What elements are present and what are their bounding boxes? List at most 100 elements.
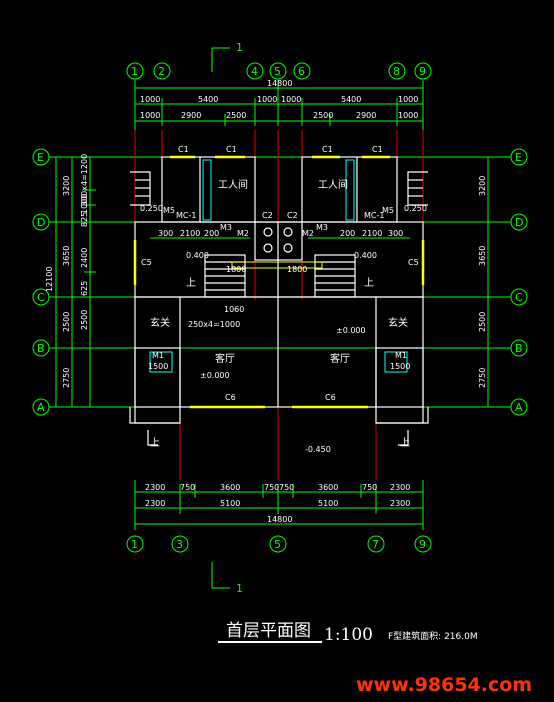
axis-right-E: E [515, 151, 522, 164]
dim-left-seg-0: 3200 [62, 176, 71, 196]
dim-bot-r2-2: 5100 [318, 499, 338, 508]
tag-m5-1: M5 [382, 206, 394, 215]
section-mark-top-label: 1 [236, 41, 243, 54]
axis-bot-1: 1 [131, 538, 138, 551]
axis-top-1: 1 [131, 65, 138, 78]
dim-top-r2-5: 1000 [398, 111, 418, 120]
room-foyer-right: 玄关 [388, 316, 408, 329]
dim-bot-r1-4: 750 [279, 483, 294, 492]
axis-top-5: 5 [274, 65, 281, 78]
dim-misc-0: 1800 [226, 265, 246, 274]
axis-bot-3: 3 [176, 538, 183, 551]
axis-top-6: 6 [298, 65, 305, 78]
tag-c1-1: C1 [226, 145, 237, 154]
dim-top-r2-4: 2900 [356, 111, 376, 120]
dim-top-r1-2: 1000 [257, 95, 277, 104]
dim-bot-r1-7: 2300 [390, 483, 410, 492]
right-axis-bubbles: E D C B A [510, 148, 528, 416]
bottom-dimensions: 2300 750 3600 750 750 3600 750 2300 2300… [134, 480, 424, 530]
dim-bot-r1-6: 750 [362, 483, 377, 492]
fixtures [149, 159, 408, 373]
dim-bot-r1-2: 3600 [220, 483, 240, 492]
section-mark-bottom: 1 [211, 562, 243, 595]
tag-mc1-0: MC-1 [176, 211, 196, 220]
elev-0: ±0.000 [200, 371, 230, 380]
dim-bot-r2-1: 5100 [220, 499, 240, 508]
walls [129, 156, 429, 446]
dim-right-seg-1: 3650 [478, 246, 487, 266]
tag-c1-3: C1 [372, 145, 383, 154]
dim-top-r2-3: 2500 [313, 111, 333, 120]
up-mark-3: 上 [400, 437, 410, 449]
tag-m2-1: M2 [302, 229, 314, 238]
dim-inner-2: 200 [204, 229, 219, 238]
dim-top-r2-2: 2500 [226, 111, 246, 120]
vertical-axis-lines [134, 130, 424, 480]
tag-c5-0: C5 [141, 258, 152, 267]
dim-left-stair-4: 625 [80, 281, 89, 296]
dim-bot-r1-1: 750 [180, 483, 195, 492]
axis-top-9: 9 [419, 65, 426, 78]
axis-top-2: 2 [158, 65, 165, 78]
axis-left-A: A [37, 401, 45, 414]
dim-right-seg-3: 2750 [478, 368, 487, 388]
room-labels: 工人间 工人间 客厅 客厅 玄关 玄关 [150, 178, 408, 365]
dim-bot-r1-5: 3600 [318, 483, 338, 492]
tag-door-width-0: 1500 [148, 362, 168, 371]
dim-misc-1: 1800 [287, 265, 307, 274]
dim-inner-3: 200 [340, 229, 355, 238]
dim-top-r1-5: 1000 [398, 95, 418, 104]
axis-top-8: 8 [393, 65, 400, 78]
dim-top-total: 14800 [267, 79, 292, 88]
dim-inner-1: 2100 [180, 229, 200, 238]
tag-m3-0: M3 [220, 223, 232, 232]
room-living-right: 客厅 [330, 352, 350, 365]
dim-left-stair-2: 1000 [80, 194, 89, 214]
tag-c5-1: C5 [408, 258, 419, 267]
room-living-left: 客厅 [215, 352, 235, 365]
dim-left-seg-3: 2750 [62, 368, 71, 388]
up-mark-1: 上 [364, 277, 374, 289]
dim-right-seg-2: 2500 [478, 312, 487, 332]
up-mark-0: 上 [186, 277, 196, 289]
tag-c6-1: C6 [325, 393, 336, 402]
dim-right-seg-0: 3200 [478, 176, 487, 196]
dim-left-stair-5: 2500 [80, 310, 89, 330]
windows [133, 155, 425, 409]
dim-bot-r2-3: 2300 [390, 499, 410, 508]
dim-left-stair-0: 300x4=1200 [80, 154, 89, 206]
dim-bot-r1-3: 750 [264, 483, 279, 492]
dim-inner-4: 2100 [362, 229, 382, 238]
axis-left-D: D [37, 216, 45, 229]
axis-bot-7: 7 [372, 538, 379, 551]
dim-left-seg-1: 3650 [62, 246, 71, 266]
dim-left-seg-2: 2500 [62, 312, 71, 332]
axis-left-E: E [37, 151, 44, 164]
axis-right-B: B [515, 342, 523, 355]
tag-c1-0: C1 [178, 145, 189, 154]
dim-top-r1-0: 1000 [140, 95, 160, 104]
dim-top-r1-3: 1000 [281, 95, 301, 104]
dim-misc-6: 0.400 [186, 251, 209, 260]
title-block: 首层平面图 1:100 F型建筑面积: 216.0M [218, 621, 478, 645]
inner-dimensions: 300 2100 200 200 2100 300 1800 1800 1060… [140, 204, 427, 454]
dim-misc-4: 0.250 [140, 204, 163, 213]
area-note: F型建筑面积: 216.0M [388, 630, 478, 642]
dim-bot-r1-0: 2300 [145, 483, 165, 492]
opening-tags: C1 C1 C1 C1 C2 C2 C5 C5 C6 C6 M5 M5 MC-1… [141, 145, 419, 402]
dim-top-r1-4: 5400 [341, 95, 361, 104]
elev-2: -0.450 [305, 445, 331, 454]
drawing-title: 首层平面图 [226, 621, 311, 641]
dim-misc-7: 0.400 [354, 251, 377, 260]
dim-misc-3: 250x4=1000 [188, 320, 240, 329]
dim-left-stair-3: 2400 [80, 248, 89, 268]
axis-left-C: C [37, 291, 45, 304]
dim-misc-2: 1060 [224, 305, 244, 314]
axis-right-D: D [515, 216, 523, 229]
horizontal-axis-lines [49, 156, 511, 408]
bottom-axis-bubbles: 1 3 5 7 9 [126, 535, 432, 553]
tag-m1-0: M1 [152, 351, 164, 360]
drawing-scale: 1:100 [324, 625, 373, 645]
tag-m5-0: M5 [163, 206, 175, 215]
